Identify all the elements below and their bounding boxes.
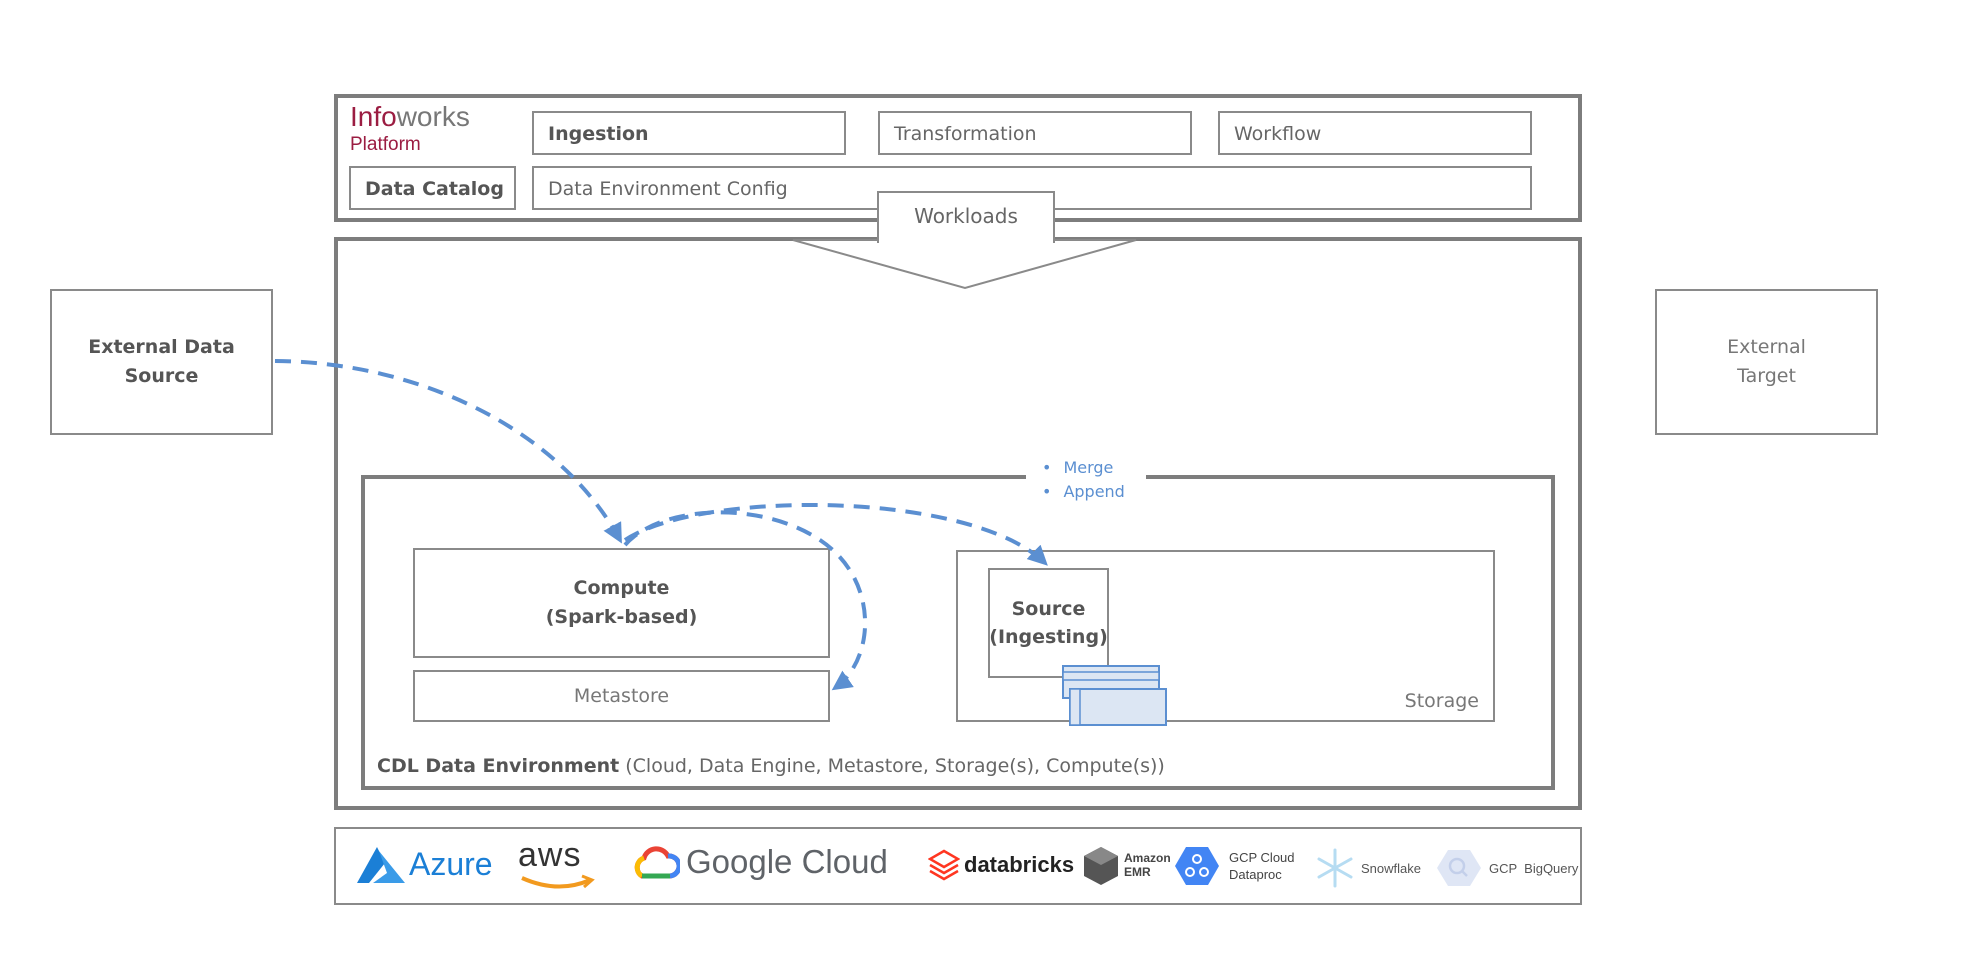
- compute-to-metastore-arrow: [623, 510, 868, 691]
- emr-line1: Amazon: [1124, 851, 1171, 865]
- ingestion-module[interactable]: Ingestion: [532, 111, 846, 155]
- source-ingesting-box: Source (Ingesting): [988, 568, 1109, 678]
- data-catalog-label: Data Catalog: [365, 178, 504, 200]
- bigquery-logo: GCP BigQuery: [1437, 848, 1578, 888]
- workflow-label: Workflow: [1234, 123, 1322, 145]
- external-target-line2: Target: [1737, 365, 1796, 387]
- dataproc-icon: [1175, 847, 1219, 885]
- google-cloud-logo: Google Cloud: [632, 842, 888, 882]
- external-source-line1: External Data: [88, 336, 235, 358]
- compute-to-source-arrow: [623, 502, 1048, 566]
- storage-label: Storage: [1404, 690, 1479, 712]
- cdl-label: CDL Data Environment (Cloud, Data Engine…: [377, 755, 1165, 777]
- bigquery-icon: [1437, 850, 1481, 886]
- databricks-label: databricks: [964, 852, 1075, 877]
- compute-line2: (Spark-based): [545, 606, 698, 628]
- workflow-module[interactable]: Workflow: [1218, 111, 1532, 155]
- amazon-emr-icon: [1084, 847, 1118, 885]
- infoworks-logo: Infoworks Platform: [350, 102, 470, 156]
- data-catalog-module[interactable]: Data Catalog: [349, 166, 516, 210]
- databricks-icon: [928, 849, 960, 881]
- external-data-source: External Data Source: [50, 289, 273, 435]
- external-target: External Target: [1655, 289, 1878, 435]
- aws-label: aws: [518, 836, 582, 874]
- source-to-compute-arrow: [274, 359, 622, 544]
- azure-label: Azure: [409, 845, 493, 882]
- merge-list: •Merge •Append: [1042, 456, 1125, 504]
- ingestion-label: Ingestion: [548, 123, 649, 145]
- dataproc-line1: GCP Cloud: [1229, 850, 1295, 865]
- workloads-label: Workloads: [914, 204, 1018, 228]
- emr-line2: EMR: [1124, 865, 1151, 879]
- snowflake-label: Snowflake: [1361, 860, 1421, 876]
- bigquery-label: GCP BigQuery: [1489, 860, 1579, 876]
- compute-box: Compute (Spark-based): [413, 548, 830, 658]
- aws-smile-icon: [521, 874, 595, 889]
- aws-logo: aws: [518, 836, 598, 898]
- brand-platform: Platform: [350, 134, 421, 155]
- source-line1: Source: [1011, 598, 1086, 620]
- gcp-dataproc-logo: GCP Cloud Dataproc: [1175, 845, 1295, 887]
- brand-info: Info: [350, 101, 397, 132]
- azure-logo: Azure: [355, 843, 493, 885]
- metastore-label: Metastore: [573, 685, 670, 707]
- dataproc-line2: Dataproc: [1229, 867, 1282, 882]
- append-item: •Append: [1042, 482, 1125, 501]
- merge-label-gap: [1026, 470, 1146, 484]
- transformation-module[interactable]: Transformation: [878, 111, 1192, 155]
- snowflake-logo: Snowflake: [1315, 848, 1421, 888]
- source-line2: (Ingesting): [989, 626, 1108, 648]
- external-source-line2: Source: [124, 365, 199, 387]
- metastore-box: Metastore: [413, 670, 830, 722]
- databricks-logo: databricks: [928, 849, 1074, 881]
- external-target-line1: External: [1727, 336, 1806, 358]
- cdl-label-rest: (Cloud, Data Engine, Metastore, Storage(…: [625, 755, 1165, 777]
- snowflake-icon: [1317, 848, 1353, 888]
- stacked-files-icon: [1062, 665, 1167, 726]
- google-cloud-label: Google Cloud: [686, 843, 888, 880]
- cdl-label-bold: CDL Data Environment: [377, 755, 620, 777]
- merge-item: •Merge: [1042, 458, 1114, 477]
- transformation-label: Transformation: [894, 123, 1037, 145]
- brand-works: works: [396, 101, 470, 132]
- amazon-emr-logo: Amazon EMR: [1082, 845, 1171, 885]
- azure-icon: [357, 847, 405, 883]
- compute-line1: Compute: [573, 577, 670, 599]
- google-cloud-icon: [634, 846, 680, 879]
- data-env-config-label: Data Environment Config: [548, 178, 788, 200]
